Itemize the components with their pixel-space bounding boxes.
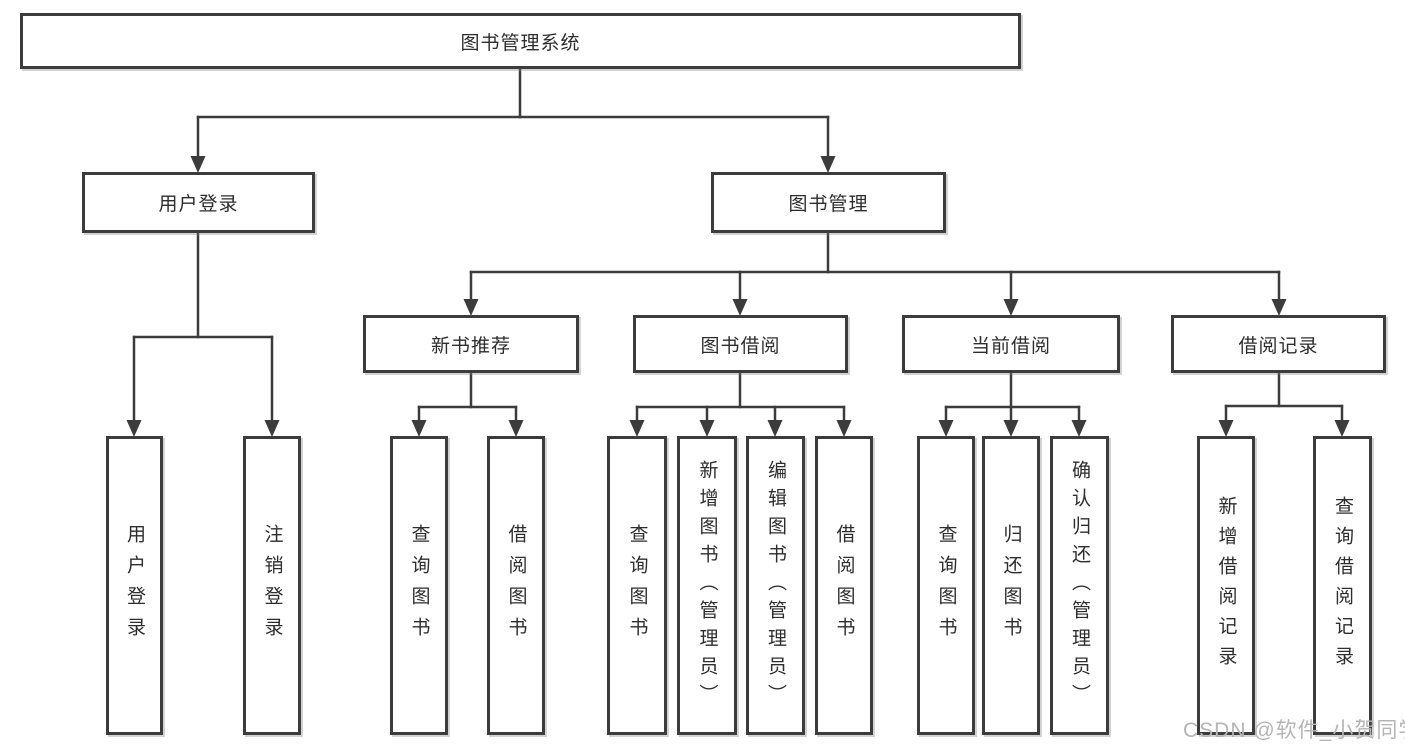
node-root-library-system: 图书管理系统: [20, 13, 1021, 69]
node-new-book-recommend: 新书推荐: [363, 315, 579, 373]
leaf-query-borrow-record: 查询借阅记录: [1313, 436, 1372, 735]
leaf-confirm-return-admin: 确认归还（管理员）: [1050, 436, 1109, 735]
node-borrowing-records: 借阅记录: [1171, 315, 1386, 373]
leaf-user-login: 用户登录: [106, 436, 163, 735]
leaf-borrow-books-borrowing: 借阅图书: [815, 436, 873, 735]
node-book-management-branch: 图书管理: [711, 172, 946, 233]
node-book-borrowing: 图书借阅: [633, 315, 848, 373]
node-current-borrowing: 当前借阅: [902, 315, 1120, 373]
leaf-query-books-recommend: 查询图书: [390, 436, 448, 735]
csdn-watermark: CSDN @软件_小贺同学: [1183, 719, 1405, 742]
leaf-return-books: 归还图书: [982, 436, 1040, 735]
leaf-add-borrow-record: 新增借阅记录: [1197, 436, 1255, 735]
leaf-borrow-books-recommend: 借阅图书: [487, 436, 545, 735]
leaf-add-book-admin: 新增图书（管理员）: [677, 436, 737, 735]
leaf-edit-book-admin: 编辑图书（管理员）: [746, 436, 805, 735]
leaf-query-books-borrowing: 查询图书: [607, 436, 667, 735]
leaf-query-books-current: 查询图书: [917, 436, 975, 735]
node-user-login-branch: 用户登录: [82, 172, 315, 233]
leaf-logout: 注销登录: [243, 436, 301, 735]
